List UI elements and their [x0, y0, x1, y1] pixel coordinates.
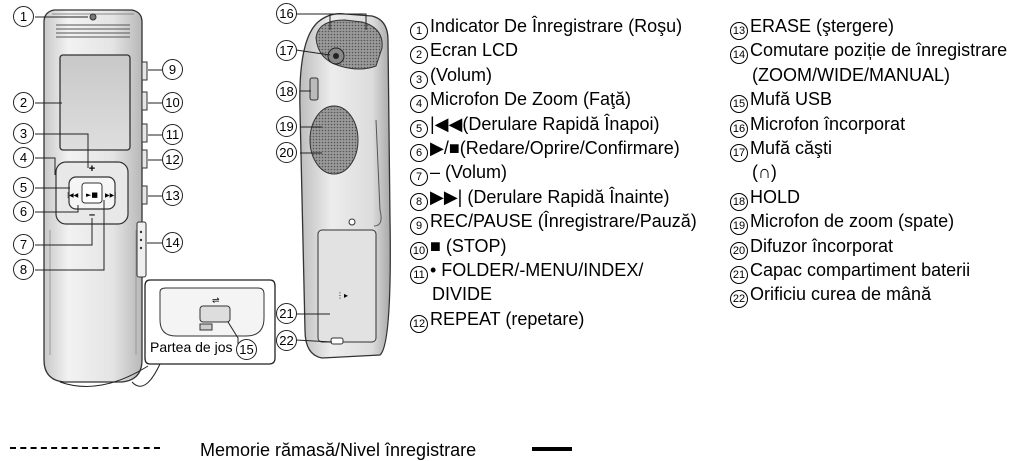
svg-text:⋮▸: ⋮▸ — [336, 291, 348, 300]
lcd-screen — [59, 54, 131, 151]
callout-2: 2 — [13, 92, 34, 113]
legend-item-3: 3(Volum) — [410, 63, 697, 89]
strap-hole — [330, 337, 344, 345]
callout-4: 4 — [13, 147, 34, 168]
legend-text: – (Volum) — [430, 162, 508, 183]
legend-item-5: 5|◀◀(Derulare Rapidă Înapoi) — [410, 112, 697, 138]
callout-13: 13 — [162, 185, 183, 206]
side-button-12 — [141, 149, 148, 169]
callout-6: 6 — [13, 201, 34, 222]
legend-text: Difuzor încorporat — [750, 235, 894, 256]
legend-item-11-continuation: DIVIDE — [432, 284, 493, 305]
legend-text: Mufă USB — [750, 89, 833, 110]
legend-text: REPEAT (repetare) — [430, 308, 585, 329]
callout-3: 3 — [13, 123, 34, 144]
callout-5: 5 — [13, 177, 34, 198]
callout-10: 10 — [162, 92, 183, 113]
rec-indicator — [89, 13, 97, 21]
legend-text: Ecran LCD — [430, 40, 519, 61]
plus-label: + — [89, 163, 95, 175]
legend-text: Mufă căşti — [750, 138, 833, 159]
bottom-view-label: Partea de jos — [150, 339, 233, 355]
callout-17: 17 — [276, 40, 297, 61]
legend-text: Comutare poziție de înregistrare — [750, 40, 1008, 61]
hold-switch — [309, 77, 319, 101]
callout-12: 12 — [162, 149, 183, 170]
side-button-13 — [141, 185, 148, 205]
legend-text: ERASE (ştergere) — [750, 16, 895, 36]
callout-16: 16 — [276, 3, 297, 24]
legend-text: ▶▶| (Derulare Rapidă Înainte) — [430, 186, 670, 207]
play-stop-label: ►■ — [86, 191, 98, 199]
legend-item-6: 6▶/■(Redare/Oprire/Confirmare) — [410, 136, 697, 163]
callout-22: 22 — [276, 330, 297, 351]
callout-20: 20 — [276, 142, 297, 163]
legend-text: Microfon De Zoom (Faţă) — [430, 89, 632, 110]
callout-9: 9 — [162, 59, 183, 80]
legend-item-10: 10■ (STOP) — [410, 234, 697, 260]
legend-item-8: 8▶▶| (Derulare Rapidă Înainte) — [410, 185, 697, 211]
callout-15: 15 — [236, 339, 257, 360]
legend-text: |◀◀(Derulare Rapidă Înapoi) — [430, 113, 660, 134]
side-button-9 — [141, 61, 148, 81]
rew-label: |◀◀ — [67, 192, 79, 199]
svg-text:⇌: ⇌ — [212, 296, 220, 306]
play-stop-button — [81, 182, 103, 204]
legend-item-7: 7– (Volum) — [410, 160, 697, 187]
legend-item-11: 11• FOLDER/-MENU/INDEX/ — [410, 258, 697, 285]
callout-8: 8 — [13, 259, 34, 280]
legend-text: • FOLDER/-MENU/INDEX/ — [430, 260, 644, 281]
legend-text: ▶/■(Redare/Oprire/Confirmare) — [430, 138, 680, 159]
rear-zoom-mic — [309, 105, 359, 175]
callout-14: 14 — [162, 232, 183, 253]
legend-text: (Volum) — [430, 64, 493, 85]
callout-21: 21 — [276, 303, 297, 324]
recorder-drawing: + – ►■ |◀◀ ▶▶| ⇌ Partea de jos — [35, 9, 391, 387]
legend-text: HOLD — [750, 186, 801, 207]
legend-text: REC/PAUSE (Înregistrare/Pauză) — [430, 211, 697, 232]
side-button-10 — [141, 91, 148, 111]
legend-text: Microfon încorporat — [750, 113, 906, 134]
legend-item-17-continuation: (∩) — [752, 162, 777, 183]
callout-7: 7 — [13, 234, 34, 255]
callout-1: 1 — [13, 6, 34, 27]
legend-text: Indicator De Înregistrare (Roşu) — [430, 16, 683, 36]
legend-text: Orificiu curea de mână — [750, 284, 932, 305]
legend-item-14-continuation: (ZOOM/WIDE/MANUAL) — [752, 64, 950, 85]
callout-11: 11 — [162, 124, 183, 145]
callout-18: 18 — [276, 81, 297, 102]
bottom-level-bar — [532, 447, 572, 451]
recorder-illustration: + – ►■ |◀◀ ▶▶| ⇌ Partea de jos — [0, 0, 400, 400]
legend-text: ■ (STOP) — [430, 235, 507, 256]
usb-port — [199, 305, 231, 323]
bottom-caption: Memorie rămasă/Nivel înregistrare — [200, 440, 477, 460]
legend-text: Microfon de zoom (spate) — [750, 211, 955, 232]
bottom-dashed-line — [10, 447, 160, 449]
battery-cover — [317, 229, 377, 343]
legend-text: Capac compartiment baterii — [750, 260, 971, 281]
minus-label: – — [89, 209, 95, 221]
mode-switch — [136, 221, 147, 278]
ff-label: ▶▶| — [105, 192, 116, 199]
callout-19: 19 — [276, 116, 297, 137]
side-button-11 — [141, 123, 148, 143]
